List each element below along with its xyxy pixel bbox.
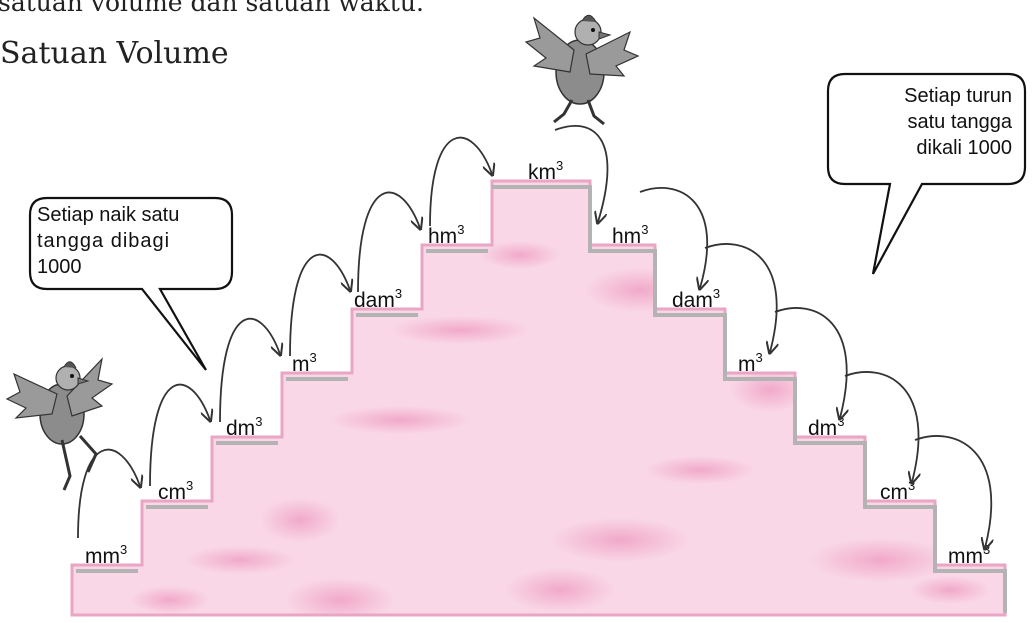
- unit-label-down: m3: [738, 350, 763, 376]
- texture-blotch: [330, 406, 470, 434]
- callout-down-line: satu tangga: [907, 111, 1012, 133]
- unit-label-top: km3: [528, 158, 563, 184]
- callout-up: Setiap naik satu tangga dibagi 1000: [37, 202, 227, 280]
- conversion-arrow: [219, 317, 280, 423]
- callout-up-line: 1000: [37, 256, 82, 278]
- conversion-arrow: [149, 383, 210, 487]
- unit-label-up: m3: [292, 350, 317, 376]
- conversion-arrow: [914, 435, 991, 548]
- conversion-arrow: [774, 307, 847, 418]
- chicken-icon: [524, 14, 640, 126]
- unit-label-up: dam3: [354, 286, 402, 312]
- conversion-arrow: [639, 187, 707, 288]
- unit-label-up: cm3: [158, 478, 193, 504]
- texture-blotch: [505, 568, 615, 612]
- texture-blotch: [645, 456, 755, 484]
- conversion-arrow: [554, 125, 609, 222]
- texture-blotch: [550, 518, 690, 562]
- unit-label-down: dam3: [672, 286, 720, 312]
- callout-down-line: dikali 1000: [916, 137, 1012, 159]
- texture-blotch: [480, 241, 560, 269]
- texture-blotch: [810, 538, 950, 582]
- callout-up-line: tangga dibagi: [37, 230, 171, 252]
- texture-blotch: [130, 586, 210, 614]
- staircase-texture: [130, 241, 990, 615]
- texture-blotch: [910, 576, 990, 604]
- conversion-arrow: [704, 243, 777, 352]
- texture-blotch: [185, 546, 295, 574]
- unit-label-up: hm3: [428, 222, 464, 248]
- conversion-arrow: [357, 191, 420, 293]
- chicken-icon: [5, 357, 114, 491]
- conversion-arrow: [77, 448, 140, 539]
- texture-blotch: [260, 498, 340, 542]
- speech-bubble-down: [826, 72, 1027, 275]
- unit-label-down: hm3: [612, 222, 648, 248]
- section-title: Satuan Volume: [0, 36, 229, 71]
- conversion-arrow: [429, 136, 492, 227]
- unit-label-up: dm3: [226, 414, 262, 440]
- texture-blotch: [285, 578, 395, 615]
- callout-up-line: Setiap naik satu: [37, 204, 180, 226]
- conversion-arrow: [844, 371, 919, 482]
- step-edges: [76, 185, 1007, 613]
- speech-bubble-up: [28, 196, 234, 371]
- callout-down-line: Setiap turun: [904, 85, 1012, 107]
- callout-down: Setiap turun satu tangga dikali 1000: [850, 83, 1012, 161]
- unit-label-up: mm3: [85, 542, 127, 568]
- intro-text: satuan volume dan satuan waktu.: [0, 0, 424, 17]
- conversion-arrows: [77, 125, 991, 548]
- texture-blotch: [390, 316, 530, 344]
- conversion-arrow: [289, 253, 350, 357]
